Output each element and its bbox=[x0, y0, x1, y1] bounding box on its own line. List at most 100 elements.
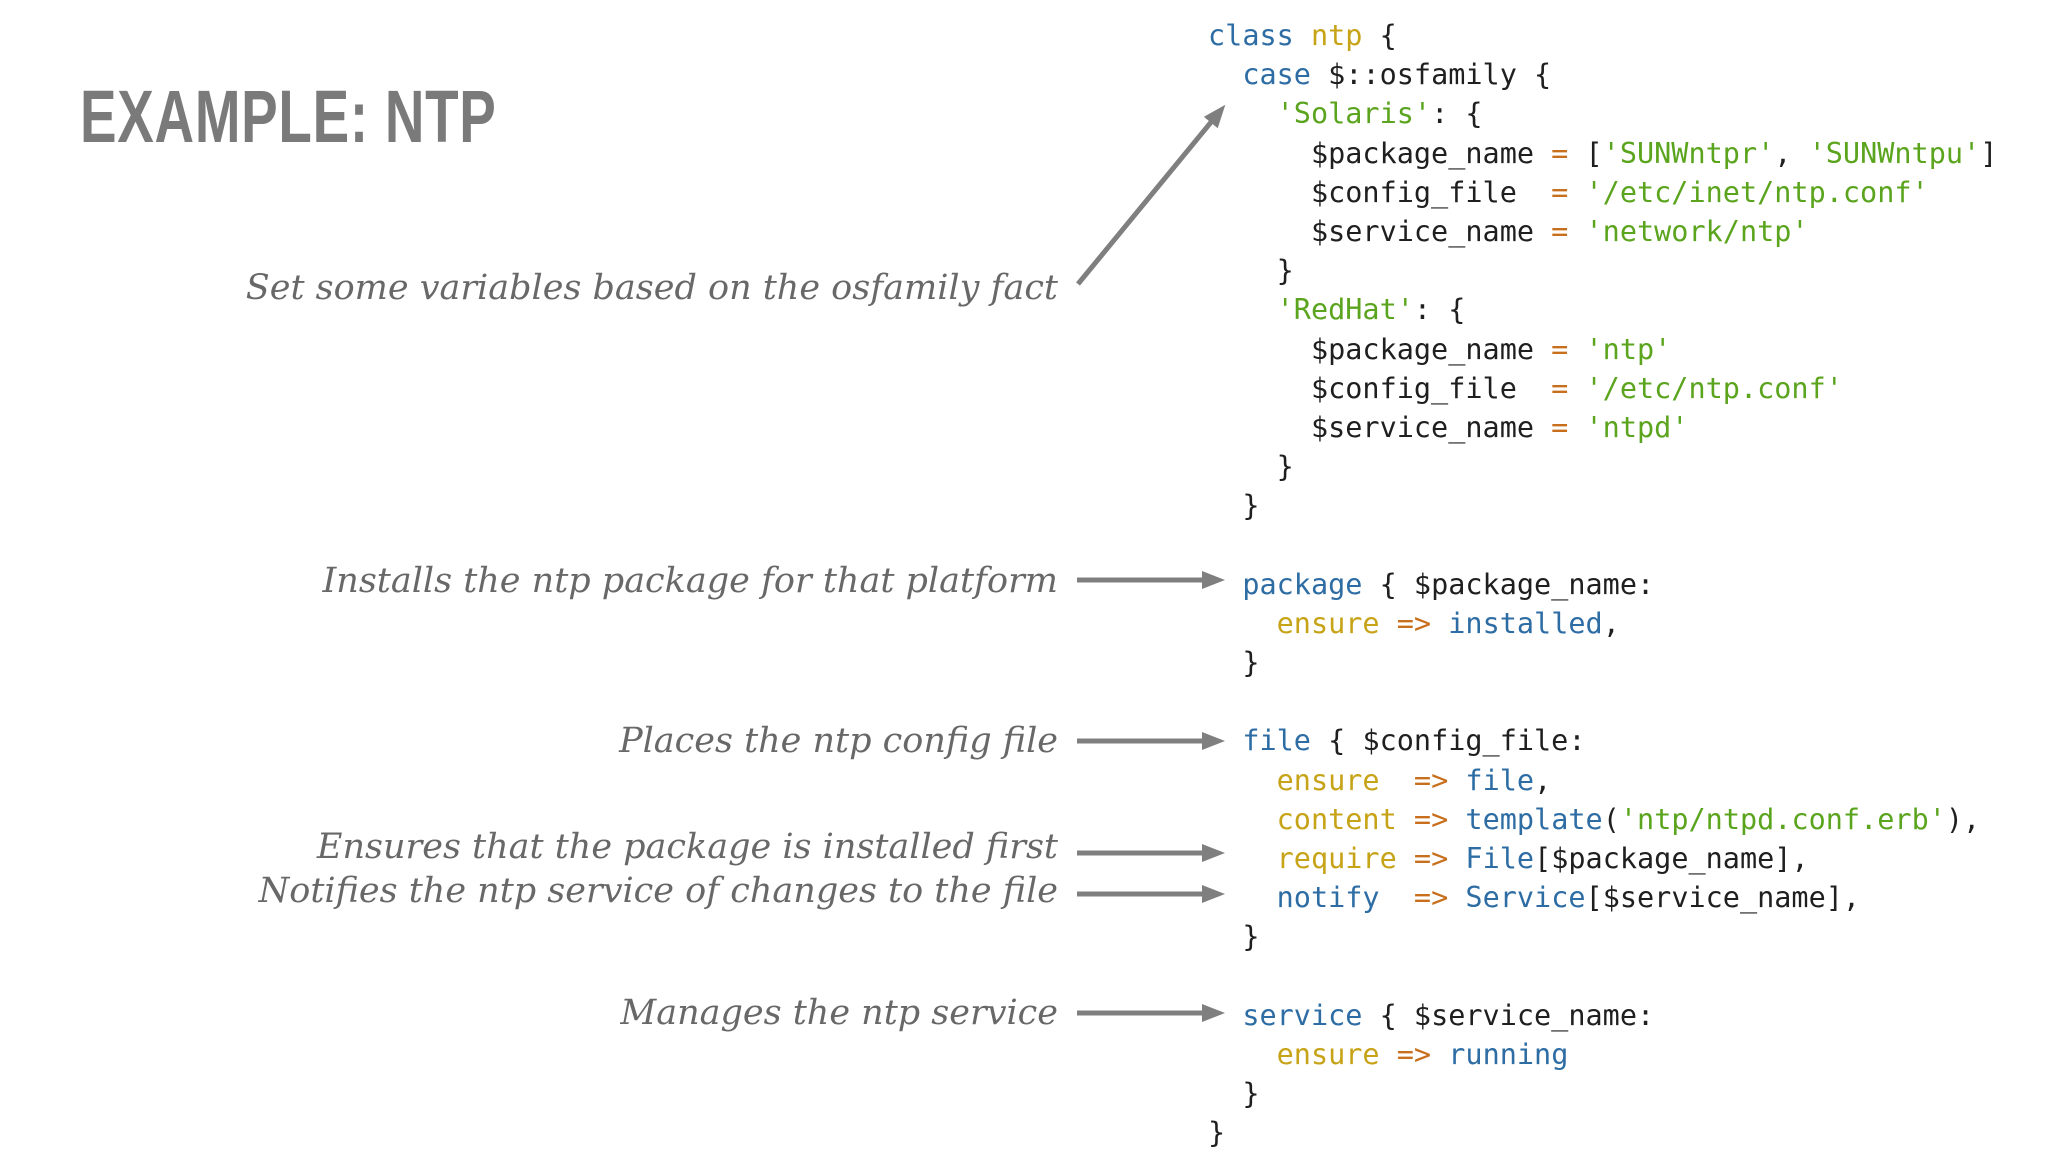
code-token-plain: $service_name bbox=[1208, 214, 1552, 248]
code-token-kw: file bbox=[1242, 724, 1311, 758]
code-token-plain: $::osfamily { bbox=[1328, 58, 1552, 92]
code-block: class ntp { case $::osfamily { 'Solaris'… bbox=[1208, 16, 1997, 1152]
code-token-plain bbox=[1208, 764, 1277, 797]
code-token-plain bbox=[1397, 803, 1414, 836]
code-token-plain bbox=[1568, 176, 1585, 209]
code-token-plain: , bbox=[1774, 136, 1809, 170]
annotation-manages-service: Manages the ntp service bbox=[620, 993, 1058, 1033]
annotation-notifies-service: Notifies the ntp service of changes to t… bbox=[258, 871, 1058, 911]
annotation-set-variables: Set some variables based on the osfamily… bbox=[245, 268, 1058, 308]
code-token-plain bbox=[1208, 881, 1277, 914]
code-token-op: = bbox=[1551, 175, 1569, 209]
code-token-kw: running bbox=[1448, 1037, 1569, 1071]
code-token-plain bbox=[1208, 1038, 1277, 1071]
code-line: $service_name = 'network/ntp' bbox=[1208, 212, 1997, 251]
code-token-plain: { $service_name: bbox=[1362, 998, 1655, 1032]
code-token-plain: } bbox=[1208, 920, 1260, 954]
code-token-plain bbox=[1431, 607, 1448, 640]
code-line: $service_name = 'ntpd' bbox=[1208, 408, 1997, 447]
code-line: } bbox=[1208, 486, 1997, 525]
code-token-plain: { $package_name: bbox=[1362, 567, 1655, 601]
code-token-plain bbox=[1397, 842, 1414, 875]
code-token-str: 'ntp' bbox=[1585, 332, 1672, 366]
code-line: require => File[$package_name], bbox=[1208, 839, 1997, 878]
code-line: $package_name = 'ntp' bbox=[1208, 330, 1997, 369]
code-token-plain: $package_name bbox=[1208, 332, 1552, 366]
code-token-kw: notify bbox=[1276, 881, 1380, 915]
code-token-plain bbox=[1380, 1038, 1397, 1071]
code-token-plain: $package_name bbox=[1208, 136, 1552, 170]
code-token-str: 'SUNWntpu' bbox=[1808, 136, 1981, 170]
code-token-plain: [$service_name], bbox=[1585, 881, 1861, 915]
code-token-plain bbox=[1380, 764, 1414, 797]
code-token-attr: content bbox=[1276, 802, 1397, 836]
code-token-plain: } bbox=[1208, 646, 1260, 679]
code-line: } bbox=[1208, 1113, 1997, 1152]
code-token-attr: ntp bbox=[1310, 19, 1380, 52]
code-token-str: 'RedHat' bbox=[1276, 293, 1414, 327]
code-token-plain bbox=[1568, 333, 1585, 366]
code-token-op: => bbox=[1413, 802, 1449, 836]
code-token-plain: : { bbox=[1413, 293, 1466, 327]
code-token-plain bbox=[1208, 293, 1277, 326]
code-line: } bbox=[1208, 917, 1997, 956]
code-token-kw: File bbox=[1465, 841, 1535, 875]
page-title: EXAMPLE: NTP bbox=[80, 75, 497, 158]
code-line: $config_file = '/etc/ntp.conf' bbox=[1208, 369, 1997, 408]
code-token-kw: installed bbox=[1448, 606, 1603, 640]
code-token-plain: ] bbox=[1980, 136, 1998, 170]
code-line: ensure => file, bbox=[1208, 761, 1997, 800]
code-token-op: = bbox=[1551, 332, 1569, 366]
code-token-attr: ensure bbox=[1276, 606, 1380, 640]
code-line: service { $service_name: bbox=[1208, 996, 1997, 1035]
code-token-plain: : { bbox=[1431, 97, 1483, 131]
code-line: } bbox=[1208, 251, 1997, 290]
code-token-plain: [ bbox=[1568, 136, 1603, 170]
code-token-str: 'SUNWntpr' bbox=[1602, 136, 1775, 170]
code-token-kw: file bbox=[1465, 763, 1535, 797]
code-line: class ntp { bbox=[1208, 16, 1997, 55]
code-token-plain: $service_name bbox=[1208, 410, 1552, 444]
code-line: $package_name = ['SUNWntpr', 'SUNWntpu'] bbox=[1208, 134, 1997, 173]
code-token-plain bbox=[1208, 97, 1277, 130]
code-token-plain: } bbox=[1208, 1077, 1260, 1111]
code-token-str: '/etc/inet/ntp.conf' bbox=[1585, 175, 1929, 209]
code-token-op: = bbox=[1551, 136, 1569, 170]
arrow-to-case-block bbox=[1076, 104, 1226, 286]
code-token-op: => bbox=[1413, 841, 1449, 875]
code-token-plain bbox=[1431, 1038, 1448, 1071]
annotation-ensures-installed-first: Ensures that the package is installed fi… bbox=[316, 827, 1058, 867]
code-line: 'RedHat': { bbox=[1208, 290, 1997, 329]
code-line: } bbox=[1208, 447, 1997, 486]
code-token-plain bbox=[1568, 372, 1585, 405]
code-token-str: 'ntp/ntpd.conf.erb' bbox=[1619, 802, 1946, 836]
code-token-kw: service bbox=[1242, 998, 1363, 1032]
code-token-op: = bbox=[1551, 371, 1569, 405]
code-token-plain bbox=[1448, 842, 1465, 875]
code-token-plain bbox=[1208, 58, 1242, 91]
code-token-plain: } bbox=[1208, 489, 1260, 523]
code-token-plain: , bbox=[1602, 606, 1620, 640]
code-token-attr: require bbox=[1276, 841, 1397, 875]
code-line: package { $package_name: bbox=[1208, 565, 1997, 604]
annotation-places-config: Places the ntp config file bbox=[619, 721, 1058, 761]
code-line: content => template('ntp/ntpd.conf.erb')… bbox=[1208, 800, 1997, 839]
code-token-plain: } bbox=[1208, 1116, 1226, 1150]
code-token-plain bbox=[1448, 881, 1465, 914]
code-token-op: => bbox=[1413, 881, 1449, 915]
code-token-op: => bbox=[1396, 606, 1432, 640]
code-token-plain: $config_file bbox=[1208, 371, 1552, 405]
code-line: 'Solaris': { bbox=[1208, 94, 1997, 133]
code-token-plain: ( bbox=[1602, 802, 1620, 836]
code-token-plain bbox=[1448, 803, 1465, 836]
code-line: notify => Service[$service_name], bbox=[1208, 878, 1997, 917]
code-token-plain: { bbox=[1379, 19, 1397, 52]
code-line: case $::osfamily { bbox=[1208, 55, 1997, 94]
code-line: } bbox=[1208, 643, 1997, 682]
code-token-kw: class bbox=[1208, 19, 1311, 52]
code-token-attr: ensure bbox=[1276, 1037, 1380, 1071]
code-token-str: 'Solaris' bbox=[1276, 97, 1432, 131]
code-token-plain bbox=[1448, 764, 1465, 797]
code-token-op: = bbox=[1551, 214, 1569, 248]
